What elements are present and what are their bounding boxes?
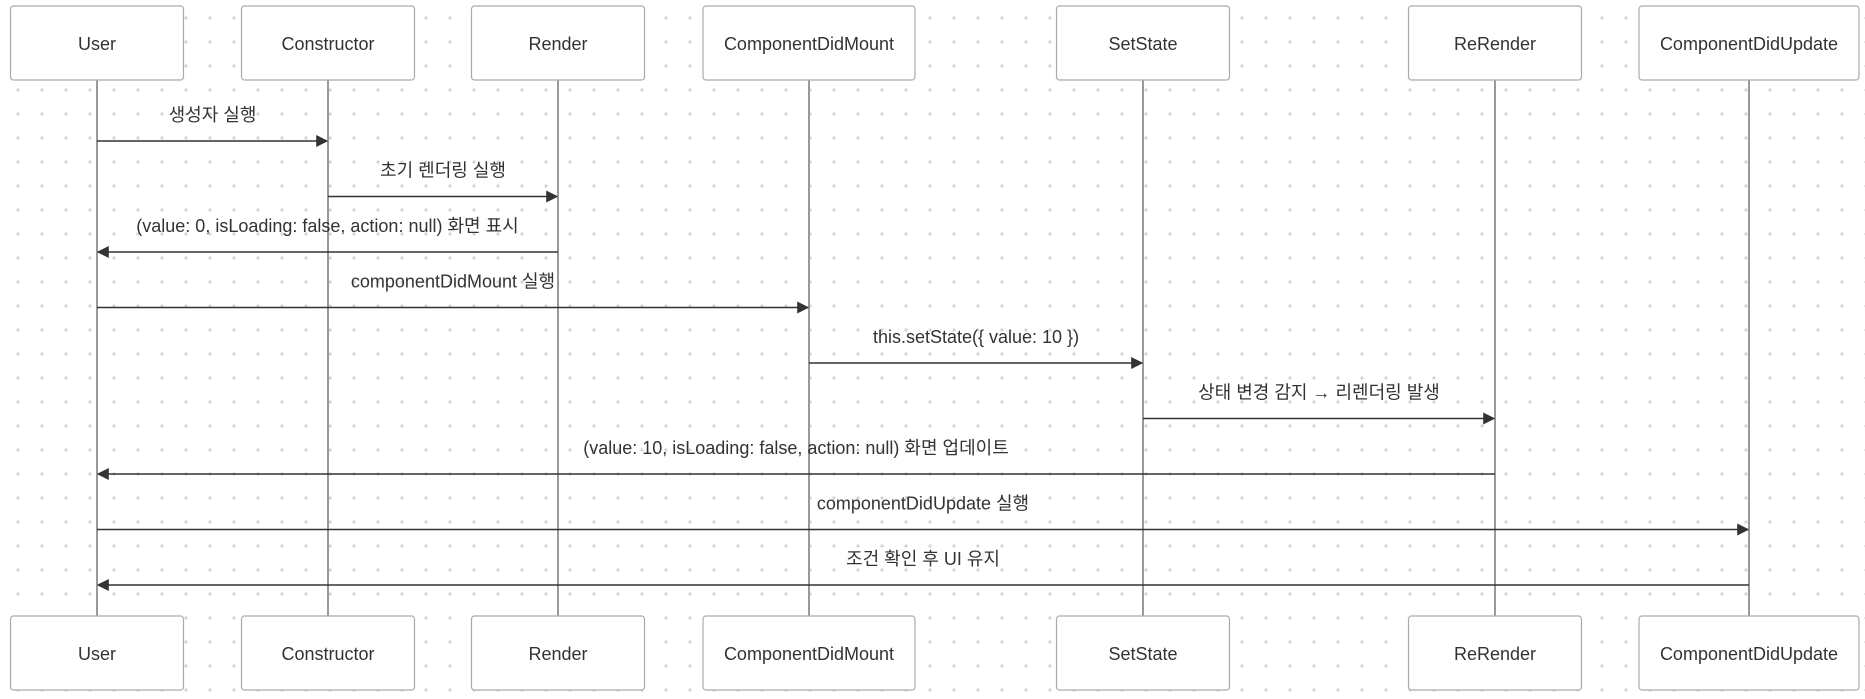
message-label: this.setState({ value: 10 })	[873, 327, 1079, 347]
participant-setstate-bottom: SetState	[1055, 615, 1231, 691]
participant-render-bottom: Render	[470, 615, 646, 691]
message-9: 조건 확인 후 UI 유지	[96, 549, 1749, 591]
message-7: (value: 10, isLoading: false, action: nu…	[96, 438, 1495, 480]
participant-box	[240, 615, 416, 691]
participant-componentdidupdate-top: ComponentDidUpdate	[1638, 5, 1860, 81]
participant-constructor-bottom: Constructor	[240, 615, 416, 691]
message-4: componentDidMount 실행	[97, 272, 810, 314]
participant-label: User	[78, 644, 116, 664]
participant-label: ComponentDidUpdate	[1660, 644, 1838, 664]
message-label: 초기 렌더링 실행	[380, 161, 506, 181]
message-label: componentDidUpdate 실행	[817, 494, 1029, 514]
participant-componentdidupdate-bottom: ComponentDidUpdate	[1638, 615, 1860, 691]
participant-label: SetState	[1108, 644, 1177, 664]
message-label: (value: 0, isLoading: false, action: nul…	[136, 216, 518, 236]
message-label: componentDidMount 실행	[351, 272, 555, 292]
message-2: 초기 렌더링 실행	[328, 161, 559, 203]
message-label: 상태 변경 감지 → 리렌더링 발생	[1198, 383, 1440, 403]
participant-label: ReRender	[1454, 34, 1536, 54]
participant-label: ComponentDidUpdate	[1660, 34, 1838, 54]
message-label: 조건 확인 후 UI 유지	[846, 549, 1000, 569]
participant-user-top: User	[9, 5, 185, 81]
participant-label: Constructor	[281, 644, 374, 664]
message-3: (value: 0, isLoading: false, action: nul…	[96, 216, 558, 258]
participant-label: ReRender	[1454, 644, 1536, 664]
participant-box	[1055, 615, 1231, 691]
message-8: componentDidUpdate 실행	[97, 494, 1750, 536]
message-1: 생성자 실행	[97, 105, 329, 147]
participant-box	[470, 5, 646, 81]
participant-componentdidmount-bottom: ComponentDidMount	[702, 615, 916, 691]
participant-box	[240, 5, 416, 81]
participant-box	[9, 615, 185, 691]
participant-constructor-top: Constructor	[240, 5, 416, 81]
participant-box	[470, 615, 646, 691]
participant-label: SetState	[1108, 34, 1177, 54]
message-6: 상태 변경 감지 → 리렌더링 발생	[1143, 383, 1496, 425]
participant-label: ComponentDidMount	[724, 34, 894, 54]
participant-box	[1055, 5, 1231, 81]
participant-rerender-bottom: ReRender	[1407, 615, 1583, 691]
participant-render-top: Render	[470, 5, 646, 81]
participant-box	[1407, 615, 1583, 691]
participant-box	[1638, 615, 1860, 691]
participant-label: Render	[528, 644, 587, 664]
participant-label: Render	[528, 34, 587, 54]
participant-box	[1407, 5, 1583, 81]
participant-user-bottom: User	[9, 615, 185, 691]
participant-label: Constructor	[281, 34, 374, 54]
participant-box	[702, 615, 916, 691]
participant-componentdidmount-top: ComponentDidMount	[702, 5, 916, 81]
participant-box	[9, 5, 185, 81]
participant-label: ComponentDidMount	[724, 644, 894, 664]
message-label: 생성자 실행	[169, 105, 257, 125]
participant-rerender-top: ReRender	[1407, 5, 1583, 81]
message-label: (value: 10, isLoading: false, action: nu…	[583, 438, 1009, 458]
message-5: this.setState({ value: 10 })	[809, 327, 1144, 369]
participant-label: User	[78, 34, 116, 54]
participant-box	[1638, 5, 1860, 81]
participant-box	[702, 5, 916, 81]
participant-setstate-top: SetState	[1055, 5, 1231, 81]
